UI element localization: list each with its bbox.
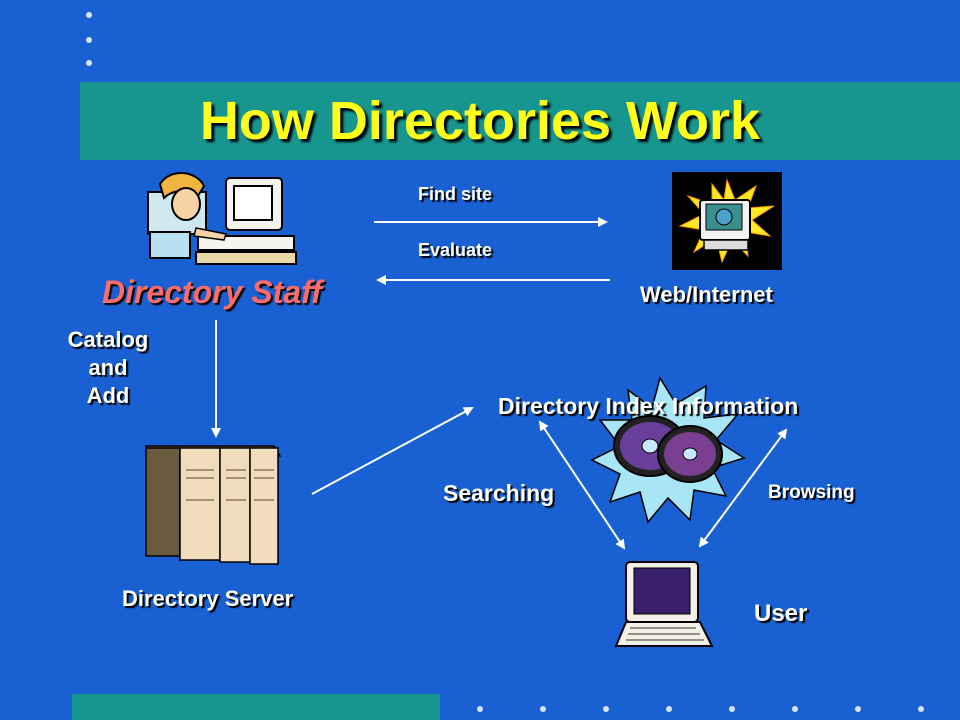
browsing-arrow xyxy=(698,428,788,548)
decor-dot xyxy=(86,60,92,66)
decor-dot xyxy=(855,706,861,712)
web-internet-label: Web/Internet xyxy=(640,282,773,307)
title-band xyxy=(80,82,960,160)
add-word: Add xyxy=(86,383,130,408)
directory-server-label: Directory Server xyxy=(122,586,294,611)
directory-staff-label: Directory Staff xyxy=(102,274,322,310)
decor-dot xyxy=(666,706,672,712)
bottom-band xyxy=(72,694,440,720)
server-rack-icon xyxy=(144,445,282,565)
decor-dot xyxy=(86,37,92,43)
decor-dot xyxy=(477,706,483,712)
user-label: User xyxy=(754,600,808,627)
evaluate-label: Evaluate xyxy=(418,240,493,260)
user-laptop-icon xyxy=(614,561,714,647)
and-word: and xyxy=(88,355,128,380)
browsing-label: Browsing xyxy=(768,482,855,503)
decor-dot xyxy=(729,706,735,712)
catalog-and-add-label: Catalog and Add xyxy=(48,326,168,410)
decor-dot xyxy=(540,706,546,712)
slide-title: How Directories Work xyxy=(199,91,761,151)
decor-dot xyxy=(603,706,609,712)
decor-dot xyxy=(792,706,798,712)
decor-dot xyxy=(918,706,924,712)
web-monitor-icon xyxy=(672,172,782,270)
catalog-word: Catalog xyxy=(67,327,149,352)
directory-index-label: Directory Index Information xyxy=(498,393,799,419)
searching-arrow xyxy=(538,420,626,550)
searching-label: Searching xyxy=(443,480,555,506)
staff-computer-icon xyxy=(147,172,297,265)
find-site-label: Find site xyxy=(418,184,493,204)
server-to-index-arrow xyxy=(311,407,474,495)
decor-dot xyxy=(86,12,92,18)
